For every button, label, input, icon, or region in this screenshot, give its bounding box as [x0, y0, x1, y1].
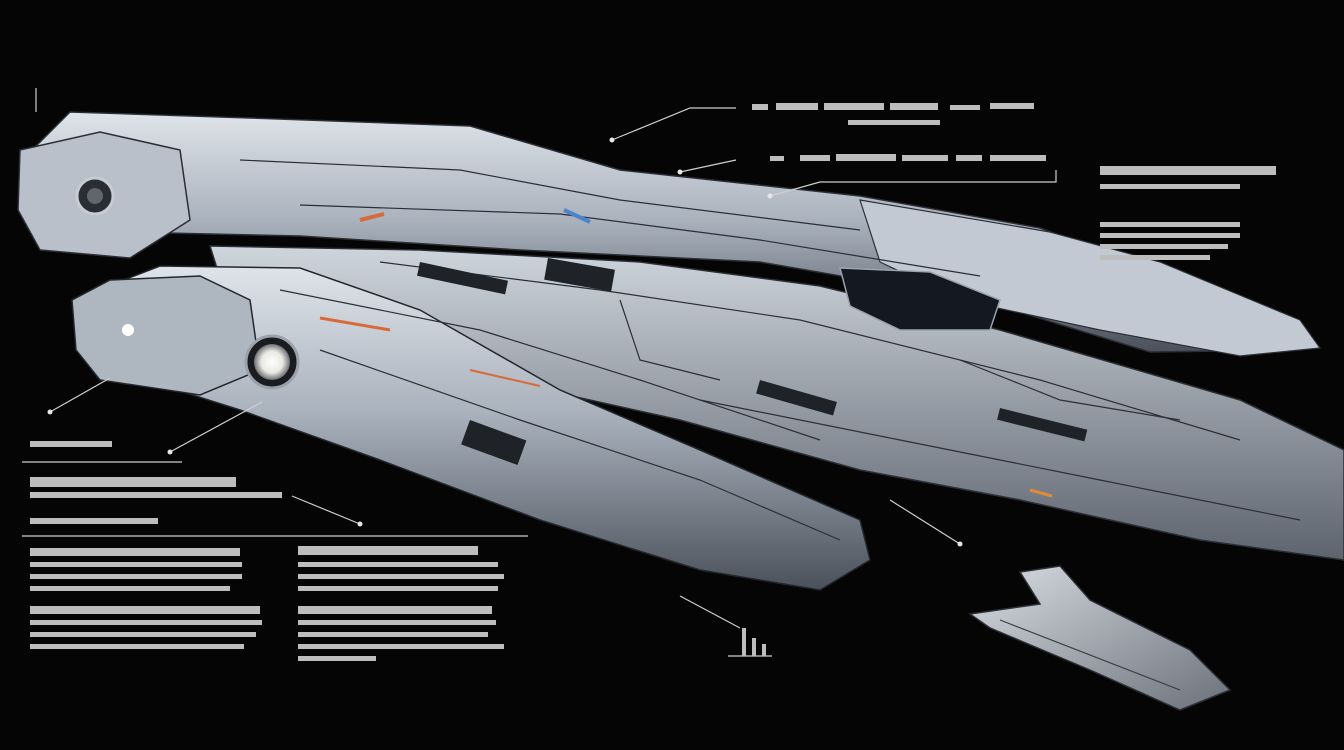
detached-fin [968, 565, 1232, 711]
callout-leaders [22, 88, 1057, 657]
engine-glow-icon [122, 324, 134, 336]
hull-panel-lines [239, 159, 1301, 541]
cockpit-canopy [839, 267, 1001, 331]
hull-vents [417, 258, 1088, 465]
annotation-scribbles [30, 103, 1276, 661]
lower-engine-nacelle [71, 275, 261, 396]
spaceship [17, 111, 1344, 711]
accent-stripes [319, 208, 1053, 498]
